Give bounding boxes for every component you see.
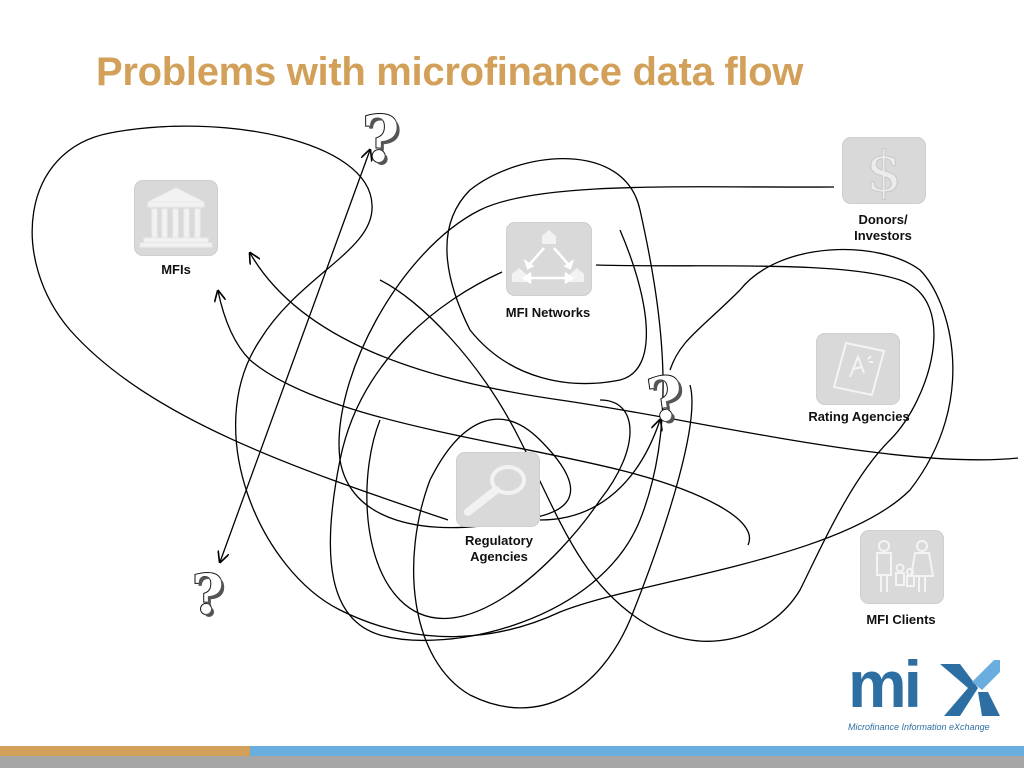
- regulatory-tile: [456, 452, 540, 527]
- flow-line-to-mfis: [250, 253, 1019, 461]
- question-mark-top: ?: [361, 101, 400, 178]
- bank-building-icon: [139, 187, 213, 248]
- page-title: Problems with microfinance data flow: [96, 50, 804, 94]
- flow-line-extra: [366, 399, 631, 620]
- clients-tile: [860, 530, 944, 604]
- regulatory-label-line1: Regulatory: [465, 533, 533, 548]
- logo-mark: mi: [848, 647, 922, 721]
- rating-document-icon: [832, 341, 886, 397]
- flow-line-to-right-question: [539, 420, 660, 521]
- rating-tile: [816, 333, 900, 405]
- mfis-tile: [134, 180, 218, 256]
- svg-text:$: $: [866, 140, 902, 204]
- donors-label-line1: Donors/: [858, 212, 908, 227]
- clients-label: MFI Clients: [866, 612, 936, 627]
- flow-line-donors: [338, 186, 835, 709]
- donors-tile: $: [842, 137, 926, 204]
- donors-label-line2: Investors: [854, 228, 912, 243]
- flow-line-network-right: [379, 264, 935, 642]
- question-mark-bottom: ?: [191, 561, 225, 627]
- mfi-networks-label: MFI Networks: [505, 305, 591, 320]
- donors-label: Donors/ Investors: [854, 212, 912, 244]
- logo-tagline: Microfinance Information eXchange: [848, 722, 990, 732]
- footer-bar-orange: [0, 746, 250, 756]
- mfi-networks-tile: [506, 222, 592, 296]
- mix-logo: mi Microfinance Information eXchange: [846, 647, 1006, 738]
- mfis-label: MFIs: [161, 262, 191, 277]
- rating-label: Rating Agencies: [808, 409, 910, 424]
- flow-line-diagonal: [220, 150, 370, 562]
- dollar-sign-icon: $: [866, 140, 903, 205]
- logo-x-icon: [940, 660, 1000, 716]
- regulatory-label-line2: Agencies: [470, 549, 528, 564]
- network-banks-icon: [512, 230, 584, 285]
- magnifying-glass-icon: [464, 465, 526, 516]
- footer-bar-blue: [250, 746, 1024, 756]
- family-icon: [876, 540, 935, 592]
- regulatory-label: Regulatory Agencies: [465, 533, 533, 565]
